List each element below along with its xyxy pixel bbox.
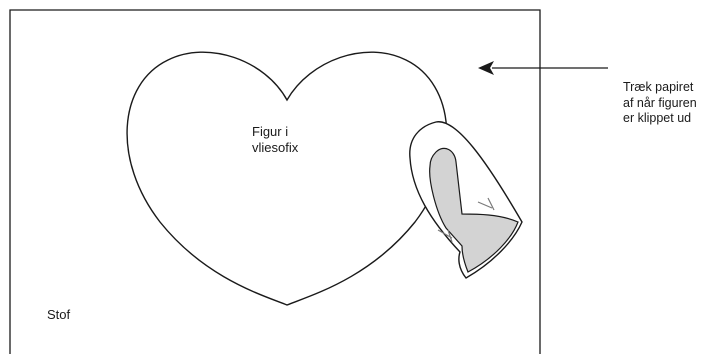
heart-shape bbox=[126, 51, 448, 306]
steam-mark-right bbox=[477, 197, 495, 211]
iron-body bbox=[429, 147, 519, 273]
instruction-line-1: Træk papiret bbox=[623, 80, 694, 94]
instruction-note: Træk papiret af når figuren er klippet u… bbox=[623, 80, 722, 127]
heart-label-line-1: Figur i bbox=[252, 124, 289, 139]
heart-label: Figur i vliesofix bbox=[252, 124, 362, 156]
heart-label-line-2: vliesofix bbox=[252, 140, 299, 155]
arrow-left-icon bbox=[478, 61, 608, 75]
steam-mark-left bbox=[437, 229, 453, 243]
iron-icon bbox=[409, 121, 523, 279]
fabric-label: Stof bbox=[47, 307, 71, 322]
instruction-line-3: er klippet ud bbox=[623, 111, 692, 125]
fabric-outline bbox=[9, 9, 541, 354]
instruction-line-2: af når figuren bbox=[623, 95, 697, 110]
